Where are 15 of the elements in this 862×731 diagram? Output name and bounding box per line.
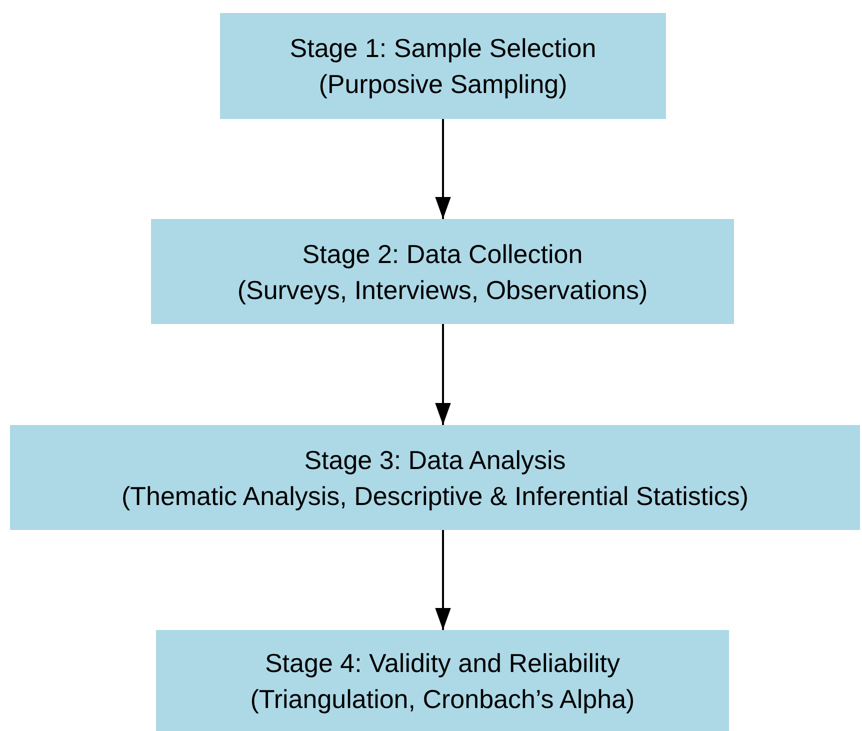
process-box [10, 425, 860, 530]
stage-title: Stage 4: Validity and Reliability [264, 646, 620, 680]
stage-title: Stage 1: Sample Selection [290, 32, 596, 65]
arrow [435, 119, 451, 219]
stage-detail: (Triangulation, Cronbach’s Alpha) [250, 682, 635, 716]
arrow [435, 530, 451, 630]
process-box [156, 630, 729, 731]
stage-detail: (Thematic Analysis, Descriptive & Inferential Statistics) [121, 480, 749, 512]
process-box [220, 13, 666, 119]
arrow [435, 324, 451, 425]
stage-detail: (Surveys, Interviews, Observations) [237, 274, 648, 306]
stage-detail: (Purposive Sampling) [318, 68, 568, 101]
stage-title: Stage 2: Data Collection [302, 238, 583, 270]
stage-title: Stage 3: Data Analysis [304, 444, 566, 476]
process-box [151, 219, 734, 324]
